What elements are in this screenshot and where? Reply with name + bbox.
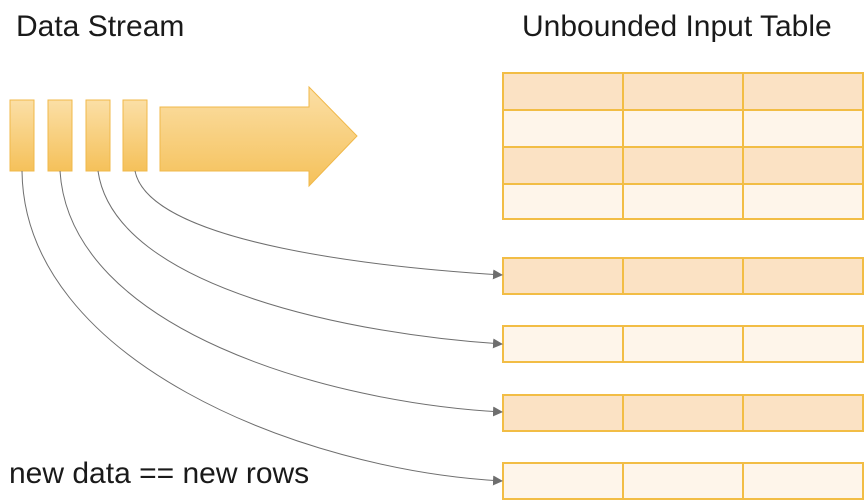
stream-block [47, 99, 73, 172]
new-row [502, 394, 864, 432]
unbounded-input-table [502, 72, 864, 220]
new-row [502, 325, 864, 363]
connector-arrow [134, 170, 503, 280]
stream-block [9, 99, 35, 172]
data-stream-title: Data Stream [16, 10, 185, 43]
connector-arrow [59, 170, 503, 417]
input-table-title: Unbounded Input Table [522, 10, 832, 43]
stream-block [85, 99, 111, 172]
new-rows-caption: new data == new rows [9, 457, 310, 490]
connector-arrow [21, 170, 503, 486]
connectors [21, 170, 503, 486]
stream-arrow [159, 85, 358, 188]
table-row [503, 147, 863, 184]
stream-block [122, 99, 148, 172]
table-row [503, 110, 863, 147]
table-grid [502, 72, 864, 220]
table-row [503, 73, 863, 110]
new-row [502, 462, 864, 500]
connector-arrow [97, 170, 503, 349]
table-row [503, 184, 863, 219]
data-stream [9, 85, 358, 188]
new-row [502, 257, 864, 295]
